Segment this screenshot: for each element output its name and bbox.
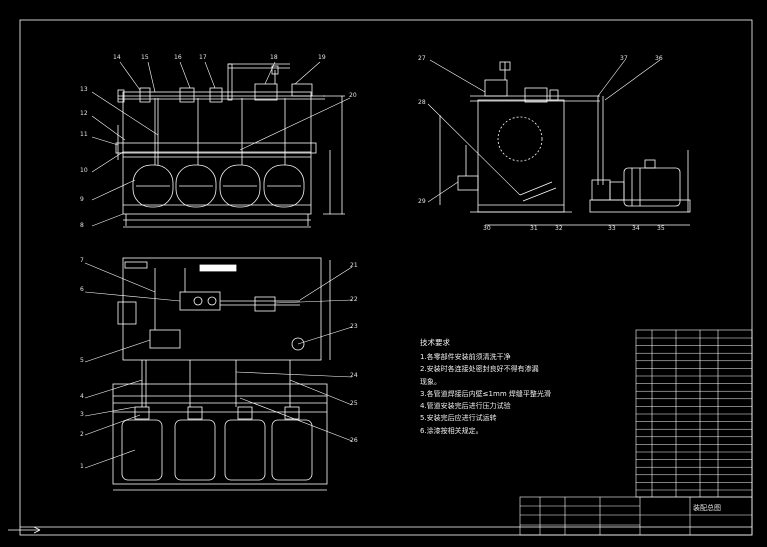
note-line: 现象。: [420, 377, 441, 386]
callout-label: 26: [350, 437, 358, 444]
note-line: 3.各管道焊接后内壁≤1mm 焊缝平整光滑: [420, 389, 551, 398]
side-view: [439, 61, 691, 226]
callout-label: 24: [350, 372, 358, 379]
callout-label: 17: [199, 54, 207, 61]
callout-label: 5: [80, 357, 84, 364]
callout-label: 10: [80, 167, 88, 174]
callout-label: 27: [418, 55, 426, 62]
title-block-rows: [636, 337, 752, 491]
callout-label: 4: [80, 393, 84, 400]
callout-label: 1: [80, 463, 84, 470]
callout-label: 29: [418, 198, 426, 205]
callout-label: 37: [620, 55, 628, 62]
callout-label: 13: [80, 86, 88, 93]
callout-label: 6: [80, 286, 84, 293]
title-block: [519, 329, 753, 536]
note-line: 1.各零部件安装前须清洗干净: [420, 353, 511, 361]
callout-label: 36: [655, 55, 663, 62]
callout-label: 8: [80, 222, 84, 229]
note-line: 2.安装时各连接处密封良好不得有渗漏: [420, 365, 539, 374]
axis-marker-icon: [8, 526, 41, 534]
callout-label: 19: [318, 54, 326, 61]
note-line: 6.涂漆按相关规定。: [420, 426, 483, 435]
drawing-frame: [19, 19, 753, 536]
callout-label: 25: [350, 400, 358, 407]
callout-label: 3: [80, 411, 84, 418]
callout-label: 11: [80, 131, 88, 138]
top-view: [112, 257, 331, 491]
callout-label: 14: [113, 54, 121, 61]
drawing-title: 装配总图: [693, 504, 721, 512]
callout-label: 20: [349, 92, 357, 99]
callout-label: 31: [530, 225, 538, 232]
callout-label: 23: [350, 323, 358, 330]
notes-title: 技术要求: [420, 338, 450, 347]
callout-label: 35: [657, 225, 665, 232]
callout-label: 33: [608, 225, 616, 232]
callout-label: 32: [555, 225, 563, 232]
technical-notes: 技术要求 1.各零部件安装前须清洗干净 2.安装时各连接处密封良好不得有渗漏 现象…: [420, 337, 551, 437]
callout-label: 28: [418, 99, 426, 106]
callout-label: 7: [80, 257, 84, 264]
callout-label: 12: [80, 110, 88, 117]
callout-label: 2: [80, 431, 84, 438]
callout-label: 30: [483, 225, 491, 232]
callout-label: 22: [350, 296, 358, 303]
callout-label: 9: [80, 196, 84, 203]
front-view: [115, 63, 345, 228]
callout-label: 16: [174, 54, 182, 61]
note-line: 4.管道安装完后进行压力试验: [420, 402, 511, 411]
callout-label: 34: [632, 225, 640, 232]
callout-label: 21: [350, 262, 358, 269]
callout-label: 15: [141, 54, 149, 61]
callout-label: 18: [270, 54, 278, 61]
callout-leaders: [84, 59, 661, 469]
note-line: 5.安装完后应进行试运转: [420, 414, 497, 423]
